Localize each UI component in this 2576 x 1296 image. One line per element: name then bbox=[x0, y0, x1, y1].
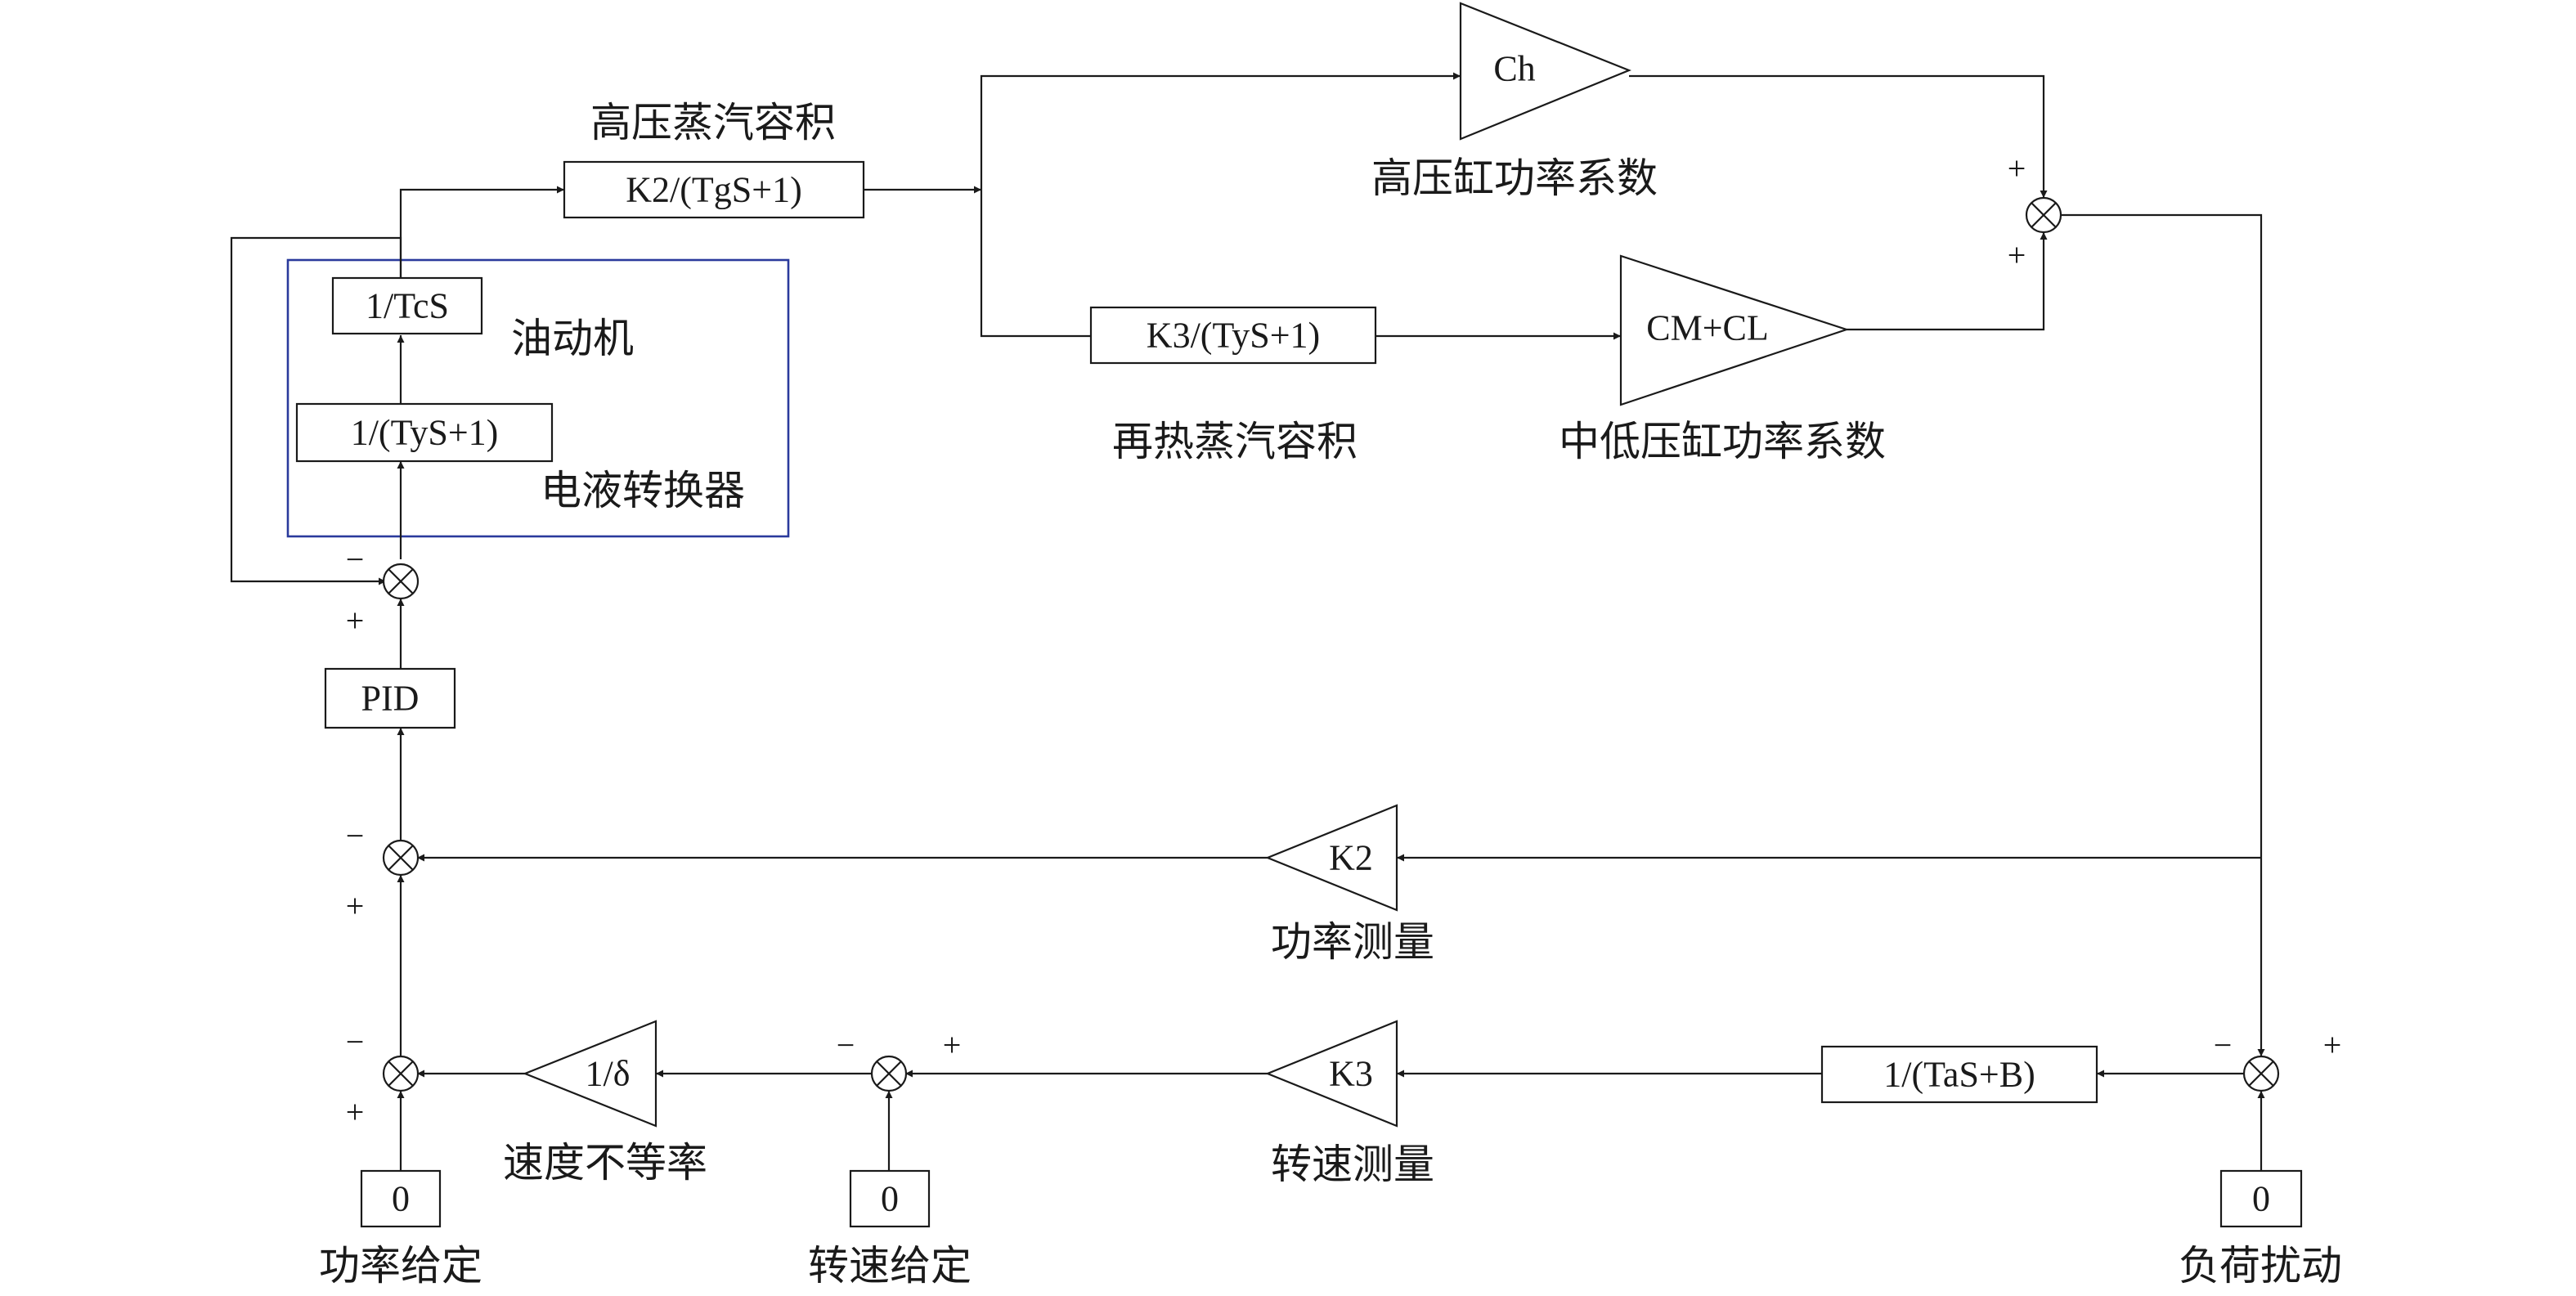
gain-cm-cl: CM+CL bbox=[1619, 254, 1850, 406]
gain-k2-label: K2 bbox=[1329, 838, 1373, 878]
block-k3-tys: K3/(TyS+1) bbox=[1089, 306, 1377, 365]
summing-junction-load bbox=[2242, 1055, 2280, 1092]
sign-plus: + bbox=[346, 603, 365, 639]
gain-ch-label: Ch bbox=[1493, 49, 1535, 89]
summing-junction-servo bbox=[382, 563, 420, 600]
block-one-over-tcs-label: 1/TcS bbox=[366, 286, 449, 326]
caption-hp-steam-volume: 高压蒸汽容积 bbox=[590, 100, 836, 146]
sign-minus: − bbox=[837, 1027, 855, 1064]
captions: 高压蒸汽容积 高压缸功率系数 再热蒸汽容积 中低压缸功率系数 油动机 电液转换器… bbox=[319, 100, 2342, 1289]
caption-power-setpoint: 功率给定 bbox=[319, 1243, 482, 1289]
caption-servomotor: 油动机 bbox=[511, 316, 634, 361]
junction-signs: − + − + − + − + − + + + bbox=[346, 150, 2342, 1131]
sign-plus: + bbox=[2008, 237, 2026, 274]
caption-speed-droop: 速度不等率 bbox=[503, 1140, 707, 1186]
block-speed-setpoint-label: 0 bbox=[881, 1179, 899, 1219]
block-load-disturbance-label: 0 bbox=[2252, 1179, 2270, 1219]
sign-plus: + bbox=[346, 888, 365, 925]
sign-minus: − bbox=[2214, 1027, 2233, 1064]
summing-junction-speed bbox=[870, 1055, 908, 1092]
gain-k2: K2 bbox=[1265, 804, 1398, 912]
block-k3-tys-label: K3/(TyS+1) bbox=[1147, 316, 1320, 356]
block-pid: PID bbox=[324, 667, 456, 729]
sign-minus: − bbox=[346, 818, 365, 854]
sign-minus: − bbox=[346, 541, 365, 578]
summing-junction-power-setpoint bbox=[382, 1055, 420, 1092]
gain-one-over-delta-label: 1/δ bbox=[586, 1054, 631, 1094]
block-k2-tgs: K2/(TgS+1) bbox=[563, 160, 865, 219]
caption-hp-cylinder-coef: 高压缸功率系数 bbox=[1371, 155, 1658, 201]
sign-plus: + bbox=[2323, 1027, 2342, 1064]
actuator-group-frame bbox=[286, 258, 790, 538]
block-one-over-tas-b: 1/(TaS+B) bbox=[1820, 1045, 2098, 1104]
signal-lines bbox=[230, 72, 2265, 1171]
gain-ch: Ch bbox=[1459, 2, 1631, 141]
gain-one-over-delta: 1/δ bbox=[523, 1020, 657, 1128]
gain-k3: K3 bbox=[1265, 1020, 1398, 1128]
caption-ehc-converter: 电液转换器 bbox=[541, 468, 745, 513]
block-one-over-tys-label: 1/(TyS+1) bbox=[351, 413, 499, 453]
caption-load-disturbance: 负荷扰动 bbox=[2179, 1243, 2342, 1289]
caption-mlp-cylinder-coef: 中低压缸功率系数 bbox=[1559, 419, 1886, 464]
caption-reheat-volume: 再热蒸汽容积 bbox=[1112, 419, 1358, 464]
sign-plus: + bbox=[346, 1094, 365, 1131]
block-power-setpoint: 0 bbox=[360, 1169, 442, 1228]
gain-k3-label: K3 bbox=[1329, 1054, 1373, 1094]
block-one-over-tcs: 1/TcS bbox=[331, 276, 483, 335]
block-speed-setpoint: 0 bbox=[849, 1169, 931, 1228]
block-k2-tgs-label: K2/(TgS+1) bbox=[626, 170, 801, 210]
summing-junction-power bbox=[382, 839, 420, 877]
caption-speed-measure: 转速测量 bbox=[1271, 1141, 1434, 1187]
block-one-over-tys: 1/(TyS+1) bbox=[295, 402, 554, 463]
sign-minus: − bbox=[346, 1024, 365, 1061]
block-load-disturbance: 0 bbox=[2219, 1169, 2303, 1228]
gain-cm-cl-label: CM+CL bbox=[1646, 308, 1769, 348]
sign-plus: + bbox=[943, 1027, 962, 1064]
block-power-setpoint-label: 0 bbox=[392, 1179, 410, 1219]
caption-speed-setpoint: 转速给定 bbox=[808, 1243, 972, 1289]
block-one-over-tas-b-label: 1/(TaS+B) bbox=[1883, 1055, 2035, 1095]
sign-plus: + bbox=[2008, 150, 2026, 187]
summing-junction-turbine-power bbox=[2025, 196, 2062, 234]
block-pid-label: PID bbox=[361, 679, 420, 719]
caption-power-measure: 功率测量 bbox=[1271, 919, 1434, 965]
